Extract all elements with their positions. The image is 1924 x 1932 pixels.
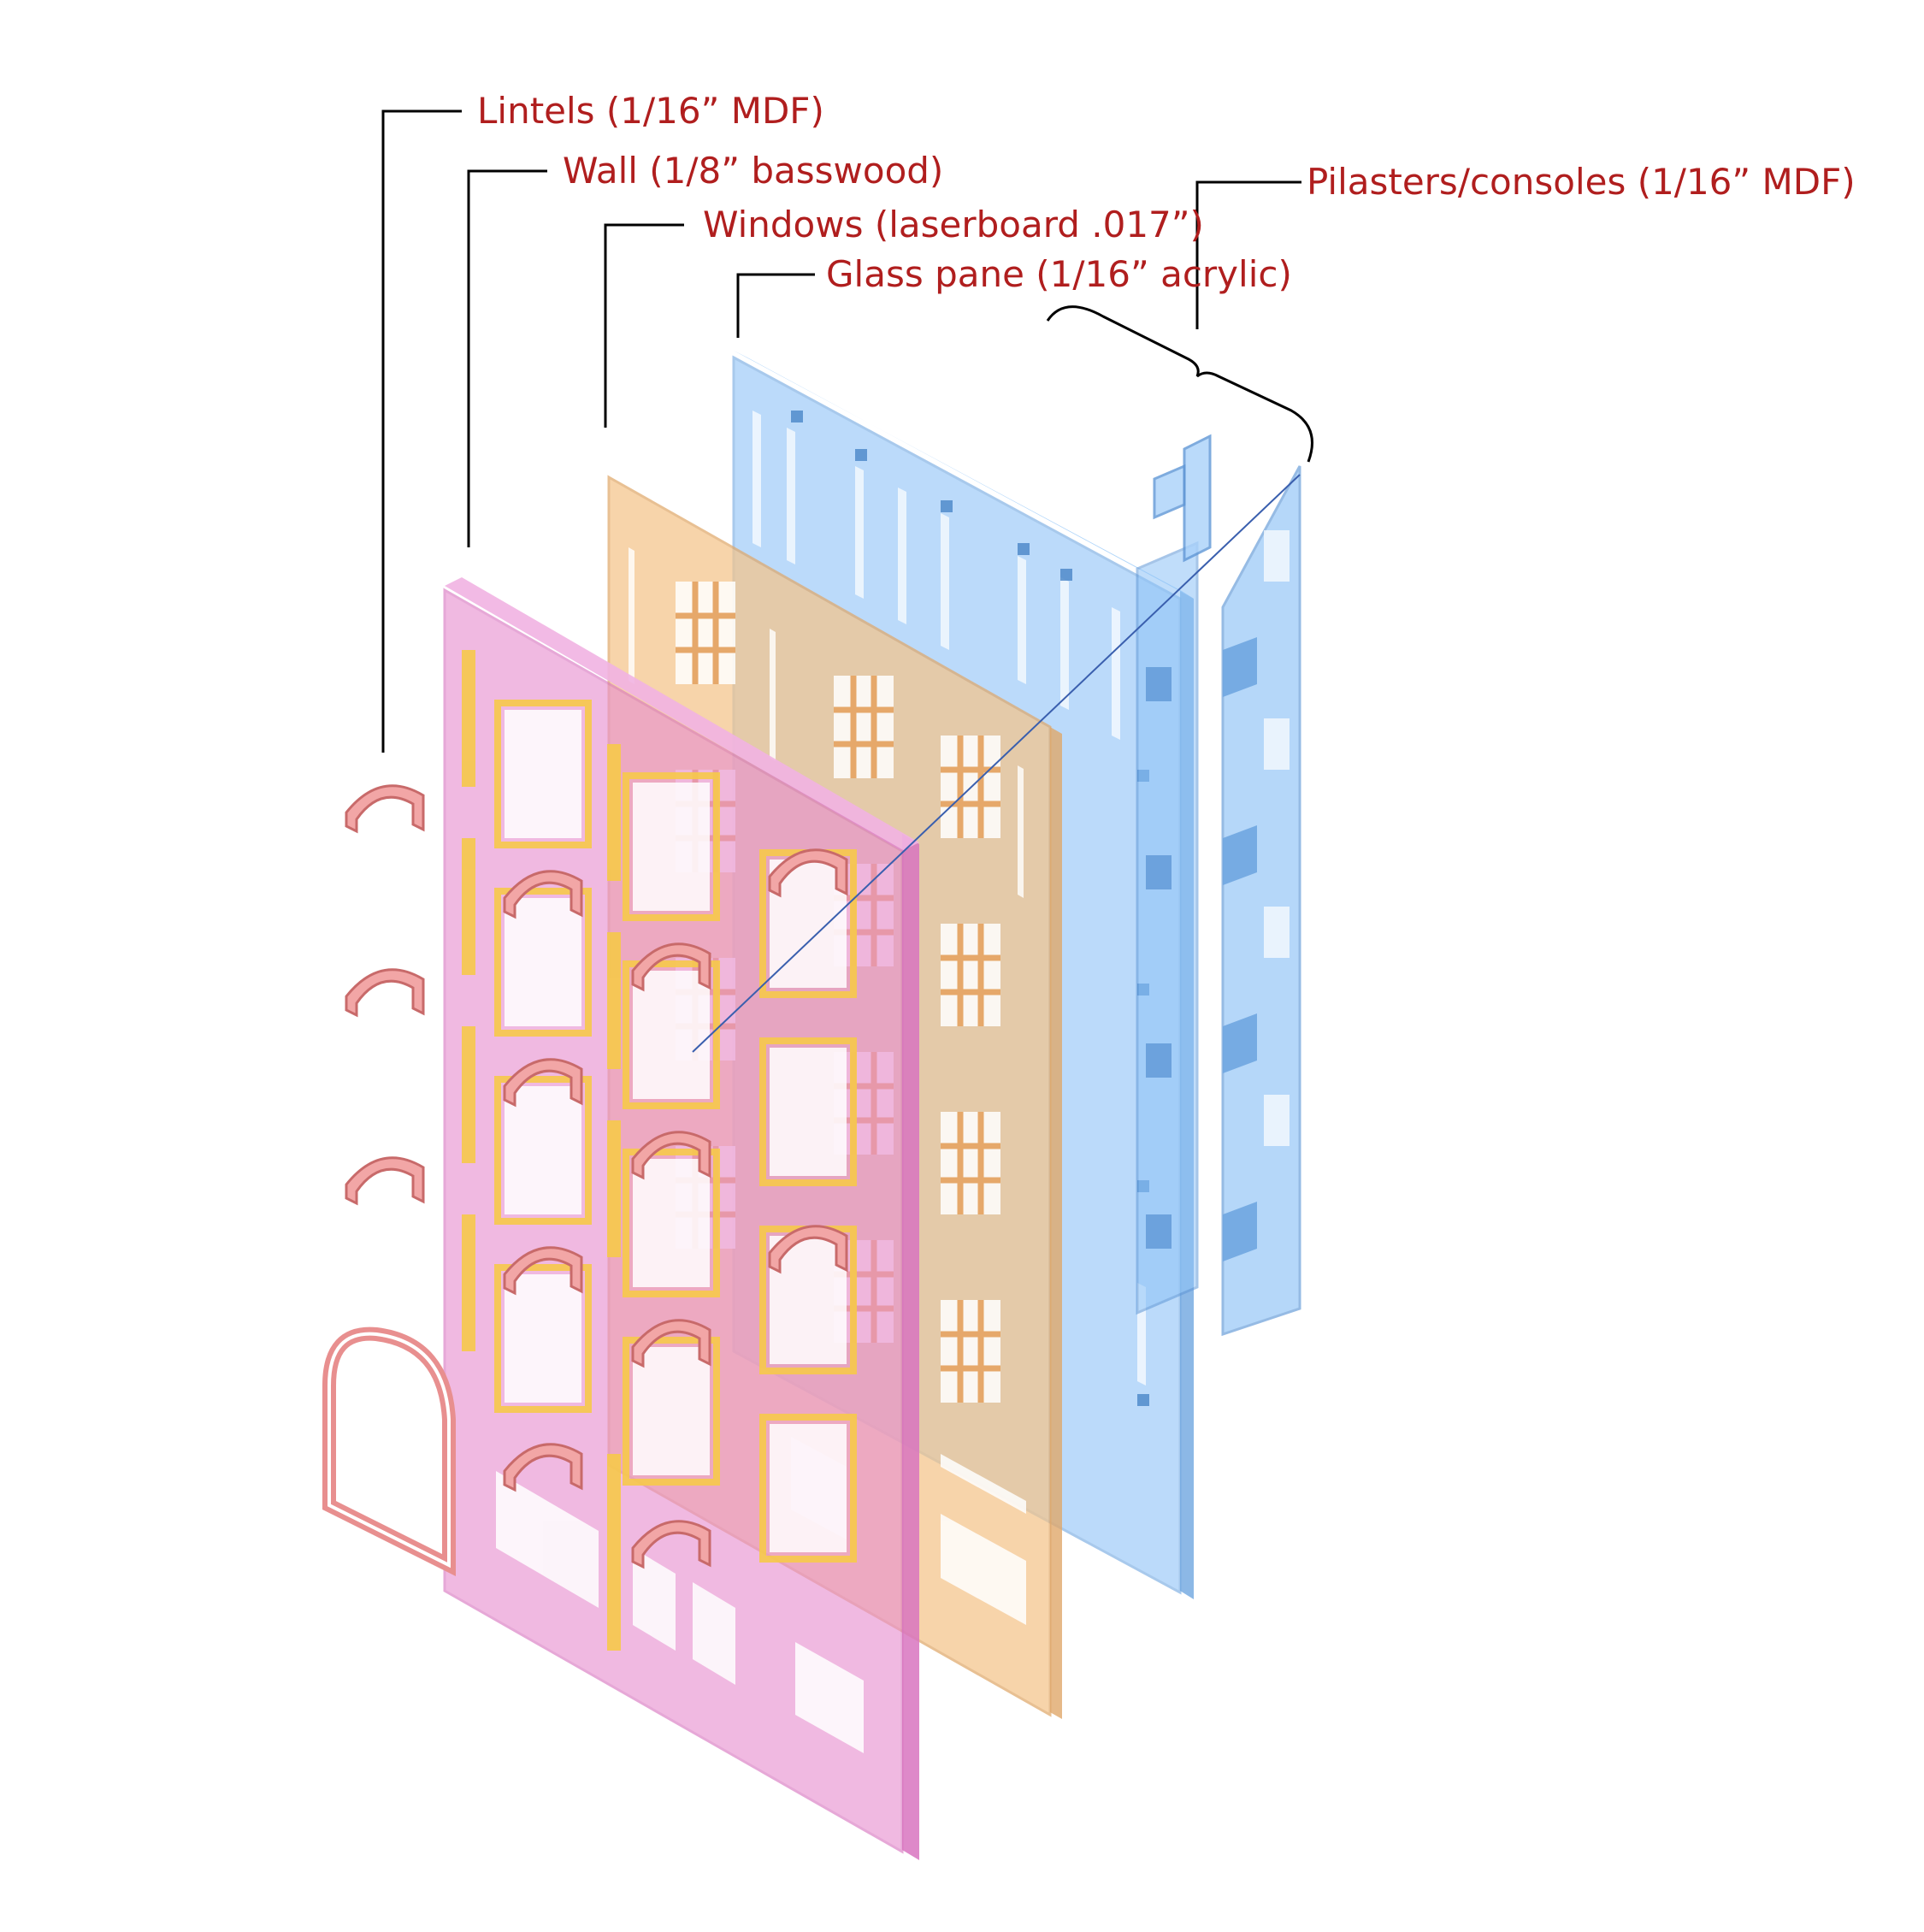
wall-label: Wall (1/8” basswood) (563, 150, 943, 192)
windows-label: Windows (laserboard .017”) (703, 204, 1204, 245)
loose-lintels (322, 784, 456, 1576)
leader-lines (381, 109, 1313, 1053)
wall-panel (443, 577, 919, 1860)
glass-leader (736, 273, 815, 338)
arched-door-lintel (322, 1326, 456, 1576)
pilaster-guide-line (692, 474, 1301, 1053)
pilaster-right-piece (1221, 465, 1301, 1337)
wall-leader (467, 169, 547, 547)
lintels-label: Lintels (1/16” MDF) (477, 90, 824, 132)
pilasters-brace (1046, 305, 1313, 463)
glass-label: Glass pane (1/16” acrylic) (826, 253, 1292, 295)
pilaster-left-piece (1136, 434, 1212, 1315)
windows-leader (604, 223, 684, 428)
pilasters-leader (1195, 180, 1301, 329)
lintels-leader (381, 109, 462, 753)
pilasters-label: Pilasters/consoles (1/16” MDF) (1307, 161, 1856, 203)
